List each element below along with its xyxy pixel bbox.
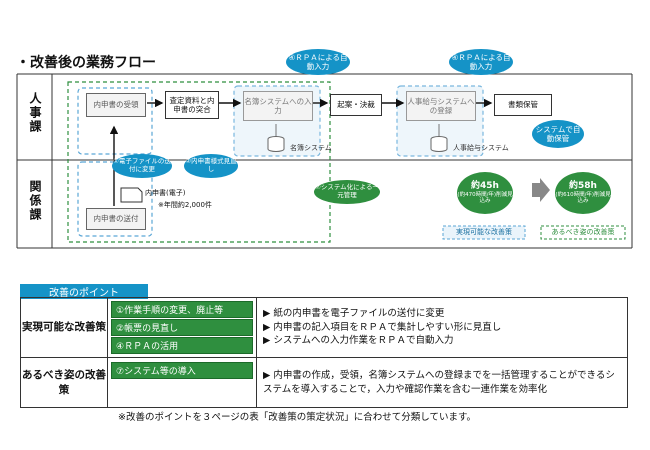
points-category: 実現可能な改善策	[20, 297, 108, 358]
points-tag: ②帳票の見直し	[111, 319, 253, 336]
label-doc-count: ※年間約2,000件	[158, 201, 212, 209]
points-tags: ⑦システム等の導入	[107, 357, 257, 408]
points-desc: ▶ 内申書の作成，受領，名簿システムへの登録までを一括管理することができるシステ…	[256, 357, 628, 408]
summary-left: 約45h (約470時間/年)削減見込み	[457, 172, 513, 214]
points-header: 改善のポイント	[20, 284, 148, 299]
summary-left-detail: (約470時間/年)削減見込み	[457, 191, 513, 205]
summary-left-label: 実現可能な改善策	[456, 228, 512, 236]
points-table: 実現可能な改善策 ①作業手順の変更、廃止等 ②帳票の見直し ④ＲＰＡの活用 ▶ …	[20, 297, 628, 408]
summary-right-detail: (約610時間/年)削減見込み	[555, 191, 611, 205]
points-item: ▶ 内申書の記入項目をＲＰＡで集計しやすい形に見直し	[263, 321, 502, 333]
points-item: ▶ システムへの入力作業をＲＰＡで自動入力	[263, 335, 454, 347]
footnote: ※改善のポイントを３ページの表「改善策の策定状況」に合わせて分類しています。	[118, 412, 477, 423]
points-tags: ①作業手順の変更、廃止等 ②帳票の見直し ④ＲＰＡの活用	[107, 297, 257, 358]
bubble-integrated: ⑦システム化による一元管理	[314, 180, 380, 204]
points-tag: ①作業手順の変更、廃止等	[111, 301, 253, 318]
label-meibo-system: 名簿システム	[290, 144, 332, 152]
points-tag: ④ＲＰＡの活用	[111, 337, 253, 354]
lane-jinji: 人事課	[28, 92, 42, 134]
summary-right-label: あるべき姿の改善策	[551, 228, 615, 236]
box-store: 書類保管	[494, 94, 552, 116]
points-item: ▶ 内申書の作成，受領，名簿システムへの登録までを一括管理することができるシステ…	[263, 369, 615, 395]
bubble-system-store: システムで自動保管	[532, 120, 584, 148]
points-category: あるべき姿の改善策	[20, 357, 108, 408]
bubble-form-review: ②内申書様式見直し	[184, 154, 238, 178]
box-decide: 起案・決裁	[330, 94, 382, 116]
points-desc: ▶ 紙の内申書を電子ファイルの送付に変更 ▶ 内申書の記入項目をＲＰＡで集計しや…	[256, 297, 628, 358]
box-send: 内申書の送付	[86, 208, 146, 230]
points-tag: ⑦システム等の導入	[111, 362, 253, 379]
summary-right: 約58h (約610時間/年)削減見込み	[555, 172, 611, 214]
box-register: 人事給与システムへの登録	[406, 91, 476, 121]
lane-kankei: 関係課	[28, 180, 42, 222]
page-title: ・改善後の業務フロー	[16, 55, 156, 71]
bubble-file-send: ①電子ファイルの送付に変更	[112, 154, 172, 178]
box-receive: 内申書の受領	[86, 93, 146, 117]
bubble-rpa-2: ④ＲＰＡによる自動入力	[449, 49, 513, 75]
points-row-realizable: 実現可能な改善策 ①作業手順の変更、廃止等 ②帳票の見直し ④ＲＰＡの活用 ▶ …	[20, 297, 628, 358]
label-doc: 内申書(電子)	[145, 189, 186, 197]
points-row-ideal: あるべき姿の改善策 ⑦システム等の導入 ▶ 内申書の作成，受領，名簿システムへの…	[20, 357, 628, 408]
label-jinji-system: 人事給与システム	[453, 144, 509, 152]
box-input: 名簿システムへの入力	[243, 91, 313, 121]
summary-right-amount: 約58h	[569, 181, 597, 191]
bubble-rpa-1: ④ＲＰＡによる自動入力	[286, 49, 350, 75]
box-match: 査定資料と内申書の突合	[165, 91, 219, 119]
points-item: ▶ 紙の内申書を電子ファイルの送付に変更	[263, 307, 445, 319]
summary-left-amount: 約45h	[471, 181, 499, 191]
